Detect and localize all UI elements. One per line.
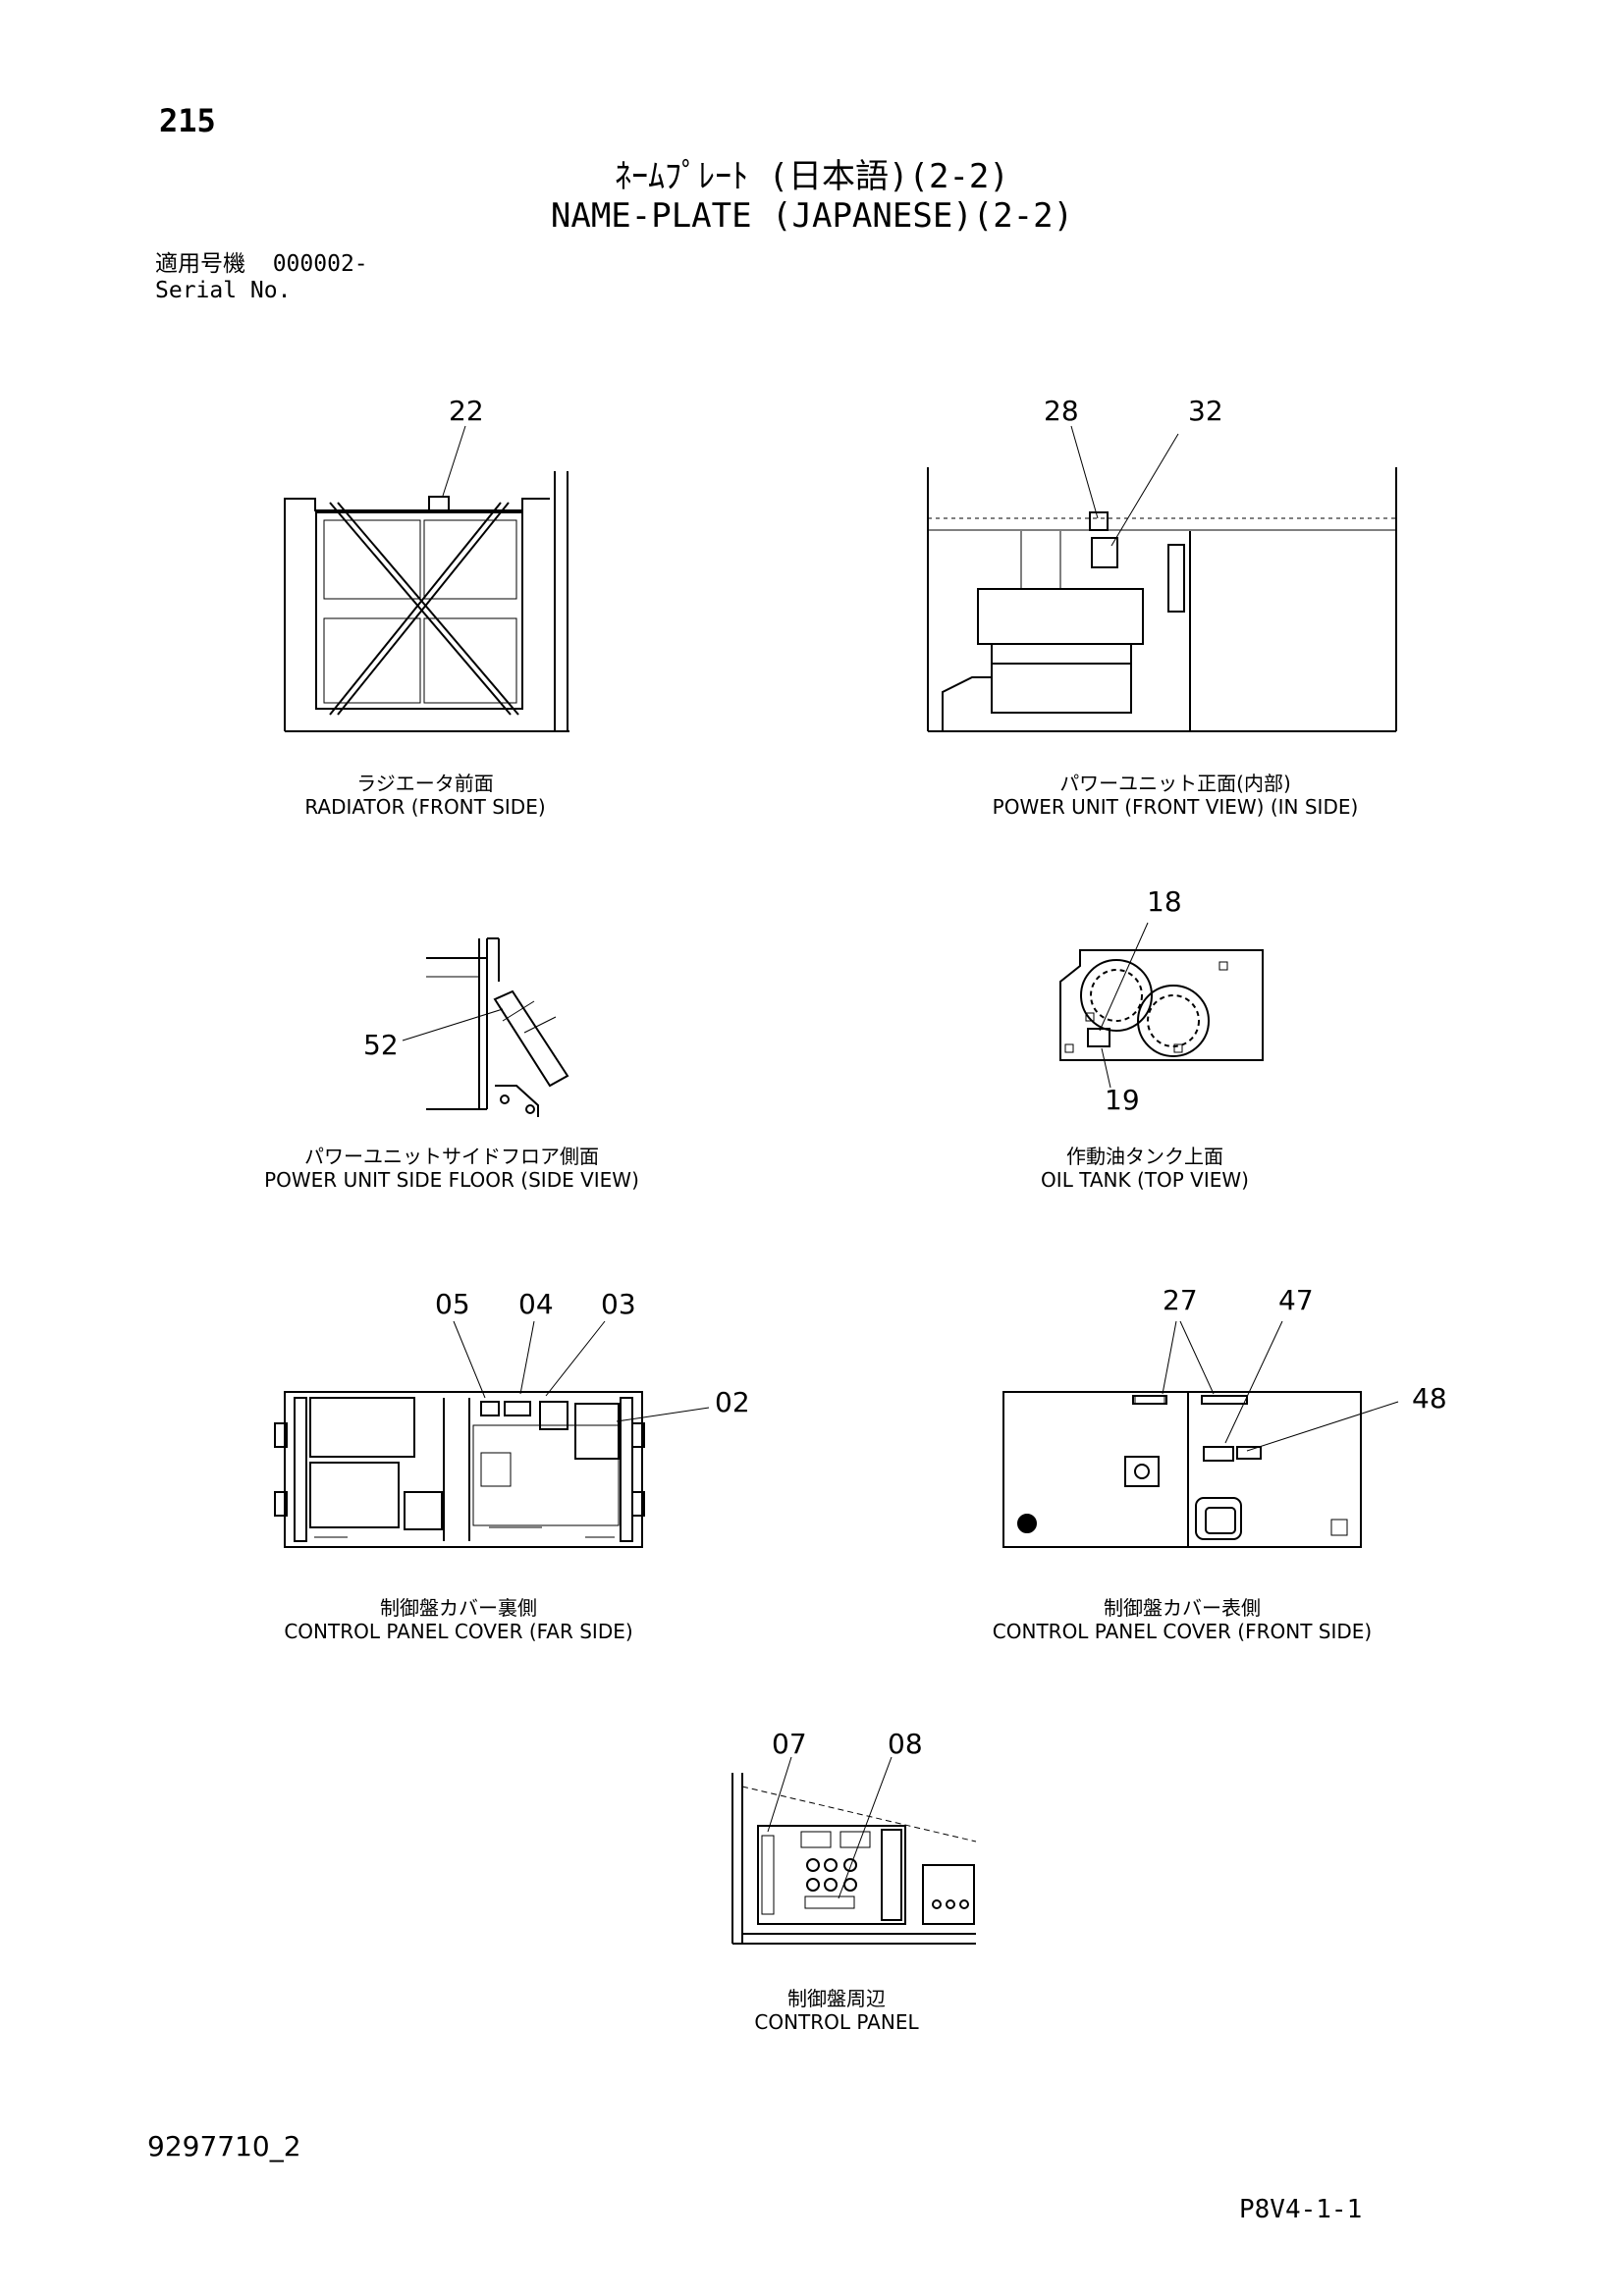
cover-far-side-drawing [274, 1320, 710, 1548]
oil-tank-drawing [1059, 922, 1264, 1089]
radiator-front-drawing [284, 425, 569, 732]
serial-label-en: Serial No. [155, 278, 292, 303]
caption-oil-tank: 作動油タンク上面 OIL TANK (TOP VIEW) [1041, 1145, 1249, 1192]
drawing-number: 9297710_2 [147, 2130, 301, 2163]
callout-27: 27 [1163, 1284, 1198, 1316]
callout-47: 47 [1278, 1284, 1314, 1316]
caption-radiator: ラジエータ前面 RADIATOR (FRONT SIDE) [304, 772, 546, 819]
callout-08: 08 [888, 1728, 923, 1760]
callout-52: 52 [363, 1029, 399, 1061]
section-code: P8V4-1-1 [1239, 2195, 1363, 2224]
callout-07: 07 [772, 1728, 807, 1760]
cover-front-side-drawing [1002, 1320, 1399, 1548]
page-number: 215 [159, 102, 216, 139]
caption-control-panel: 制御盤周辺 CONTROL PANEL [754, 1987, 919, 2034]
callout-05: 05 [435, 1288, 470, 1320]
side-floor-drawing [402, 937, 569, 1117]
serial-value: 000002- [272, 251, 368, 277]
callout-03: 03 [601, 1288, 636, 1320]
page-title-japanese: ﾈｰﾑﾌﾟﾚｰﾄ (日本語)(2-2) [615, 157, 1009, 196]
caption-power-unit: パワーユニット正面(内部) POWER UNIT (FRONT VIEW) (I… [992, 772, 1359, 819]
callout-02: 02 [715, 1386, 750, 1418]
callout-04: 04 [518, 1288, 554, 1320]
serial-label-jp: 適用号機 [155, 251, 245, 277]
caption-cover-far-side: 制御盤カバー裏側 CONTROL PANEL COVER (FAR SIDE) [284, 1596, 633, 1643]
callout-48: 48 [1412, 1382, 1447, 1415]
caption-cover-front-side: 制御盤カバー表側 CONTROL PANEL COVER (FRONT SIDE… [992, 1596, 1373, 1643]
callout-18: 18 [1147, 885, 1182, 918]
callout-19: 19 [1105, 1084, 1140, 1116]
callout-32: 32 [1188, 395, 1223, 427]
callout-22: 22 [449, 395, 484, 427]
caption-side-floor: パワーユニットサイドフロア側面 POWER UNIT SIDE FLOOR (S… [264, 1145, 639, 1192]
serial-block: 適用号機 000002- Serial No. [155, 251, 368, 304]
power-unit-front-drawing [927, 425, 1397, 732]
callout-28: 28 [1044, 395, 1079, 427]
page-title-english: NAME-PLATE (JAPANESE)(2-2) [550, 196, 1074, 236]
control-panel-drawing [731, 1756, 977, 1945]
